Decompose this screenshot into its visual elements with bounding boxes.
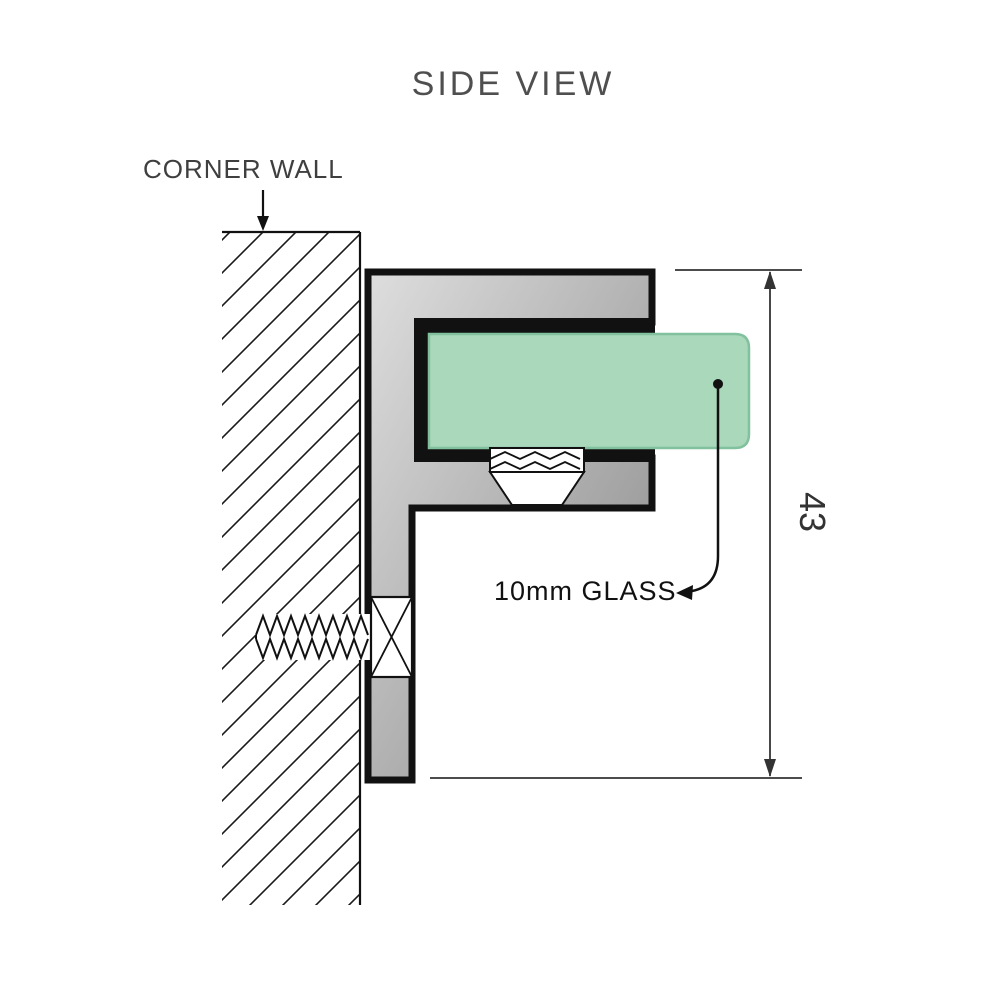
diagram-title: SIDE VIEW	[412, 65, 615, 103]
grub-screw-thread-line-1	[489, 451, 581, 460]
mounting-screw	[255, 595, 414, 679]
screw-thread-bottom	[255, 636, 369, 661]
glass-panel	[427, 332, 751, 450]
screw-head-cross	[370, 596, 413, 678]
corner-wall-arrow	[257, 190, 269, 231]
glass-leader	[676, 379, 723, 600]
screw-thread-top	[255, 613, 369, 638]
glass-leader-arrowhead	[676, 585, 693, 600]
grub-screw-cone	[488, 471, 586, 506]
screw-thread-backing	[255, 614, 371, 660]
dimension-43: 43	[430, 269, 833, 779]
grub-screw	[488, 447, 586, 506]
dimension-value: 43	[792, 492, 833, 532]
corner-wall: CORNER WALL	[143, 154, 362, 905]
glass-label: 10mm GLASS	[494, 576, 677, 606]
dimension-arrowhead-top	[764, 271, 776, 289]
corner-wall-label: CORNER WALL	[143, 154, 344, 184]
corner-wall-arrowhead	[257, 216, 269, 231]
glass-leader-line	[691, 384, 720, 593]
dimension-arrowhead-bottom	[764, 759, 776, 777]
grub-screw-thread-line-2	[489, 461, 581, 470]
wall-hatching	[222, 233, 359, 905]
